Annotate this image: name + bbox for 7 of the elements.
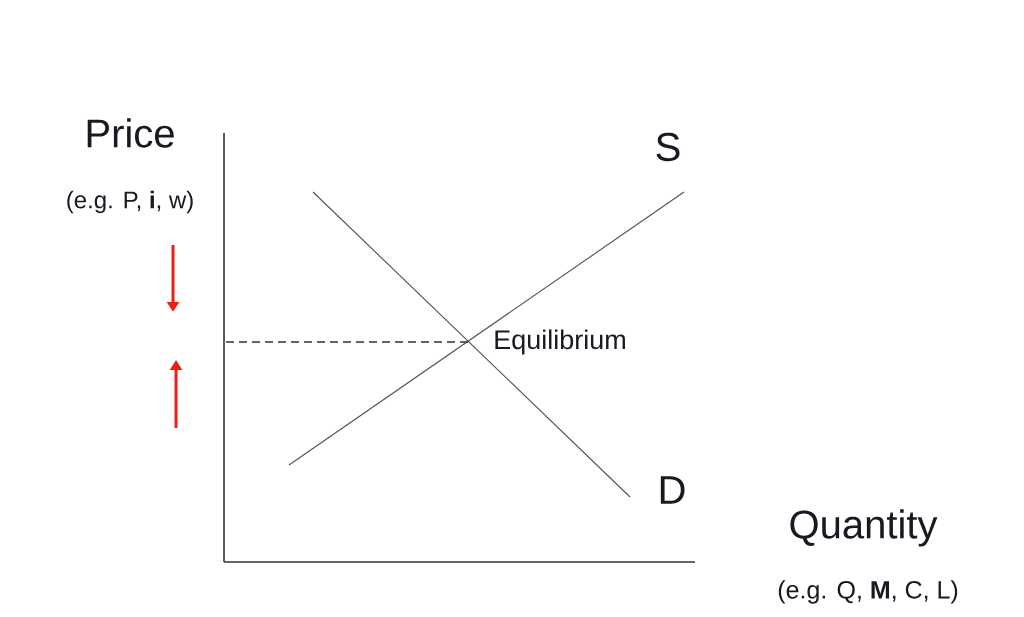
- axis-label: Price: [87, 118, 174, 148]
- point-label: Equilibrium: [495, 329, 625, 355]
- curve-label: S: [656, 132, 680, 162]
- axis-label: Quantity: [790, 509, 938, 547]
- axis-note: (e.g. Q, M, C, L): [778, 580, 958, 604]
- curve-label: D: [660, 476, 685, 504]
- axis-note: (e.g. P, i, w): [67, 190, 193, 214]
